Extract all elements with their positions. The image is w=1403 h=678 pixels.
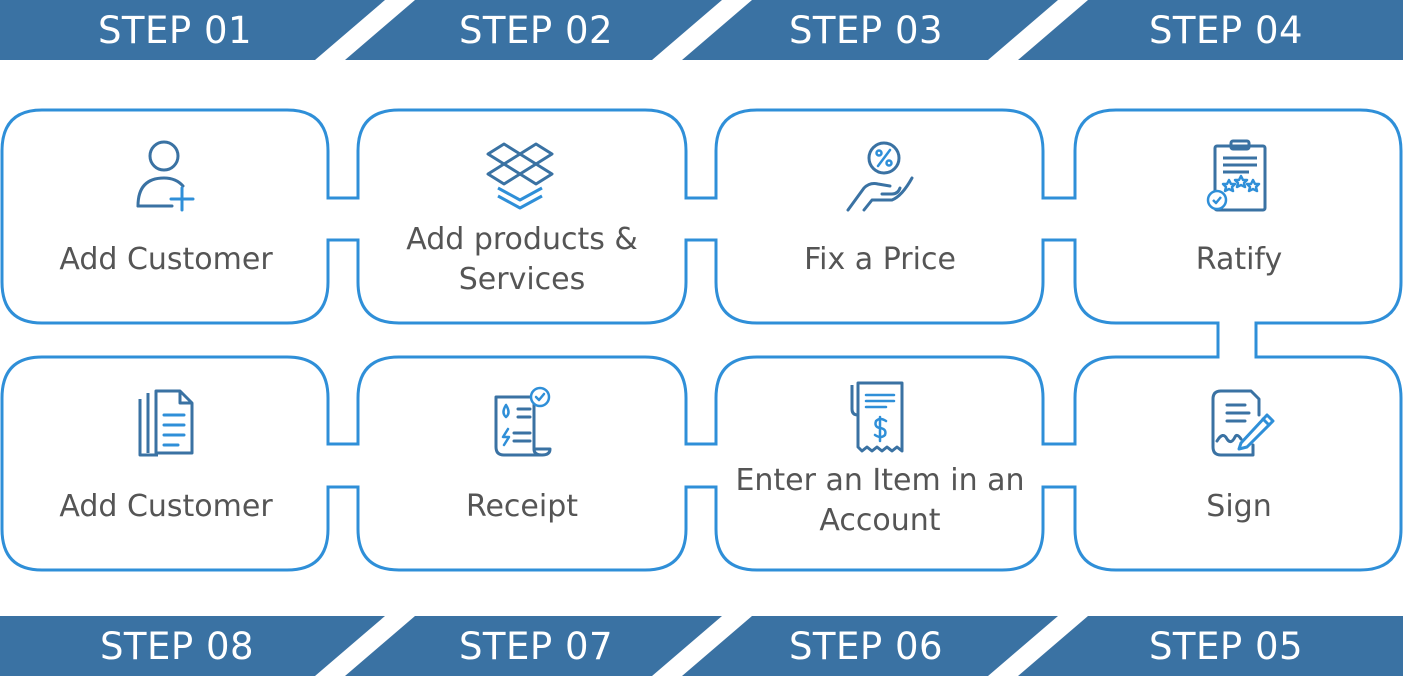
card-title: Ratify — [1195, 242, 1283, 277]
card-step-01: Add Customer — [2, 110, 330, 324]
step-banner-top: STEP 01 STEP 02 STEP 03 STEP 04 — [0, 0, 1403, 60]
banner-segment — [345, 0, 722, 60]
card-title: Add Customer — [59, 489, 273, 524]
card-title: Enter an Item in an Account — [735, 463, 1025, 538]
receipt-scroll-icon — [494, 386, 552, 457]
card-step-05: Sign — [1075, 357, 1403, 571]
step-label-08: STEP 08 — [99, 625, 255, 668]
card-step-06: Enter an Item in an Account — [716, 357, 1044, 571]
card-title: Sign — [1206, 489, 1272, 524]
user-add-icon — [136, 140, 195, 212]
invoice-dollar-icon — [850, 381, 904, 453]
boxes-icon — [486, 142, 554, 210]
banner-segment — [1018, 0, 1403, 60]
banner-segment — [345, 616, 722, 676]
copy-documents-icon — [138, 389, 194, 457]
step-label-04: STEP 04 — [1148, 9, 1304, 52]
step-banner-bottom: STEP 08 STEP 07 STEP 06 STEP 05 — [0, 616, 1403, 676]
banner-segment — [1018, 616, 1403, 676]
card-title: Add Customer — [59, 242, 273, 277]
hand-percent-icon — [846, 141, 914, 212]
banner-segment — [682, 0, 1058, 60]
step-label-07: STEP 07 — [458, 625, 614, 668]
card-step-08: Add Customer — [2, 357, 330, 571]
step-label-03: STEP 03 — [788, 9, 944, 52]
card-step-03: Fix a Price — [716, 110, 1044, 324]
step-label-02: STEP 02 — [458, 9, 614, 52]
banner-segment — [0, 616, 385, 676]
banner-bottom-shapes — [0, 616, 1403, 676]
card-step-04: Ratify — [1075, 110, 1403, 324]
card-outline — [0, 108, 1403, 572]
card-step-02: Add products & Services — [358, 110, 686, 324]
card-title: Receipt — [465, 489, 579, 524]
step-label-01: STEP 01 — [97, 9, 253, 52]
banner-top-shapes — [0, 0, 1403, 60]
card-step-07: Receipt — [358, 357, 686, 571]
card-title: Add products & Services — [406, 222, 638, 297]
banner-segment — [0, 0, 385, 60]
step-label-05: STEP 05 — [1148, 625, 1304, 668]
card-title: Fix a Price — [804, 242, 956, 277]
step-label-06: STEP 06 — [788, 625, 944, 668]
sign-contract-icon — [1211, 389, 1275, 457]
banner-segment — [682, 616, 1058, 676]
certificate-icon — [1206, 139, 1267, 212]
